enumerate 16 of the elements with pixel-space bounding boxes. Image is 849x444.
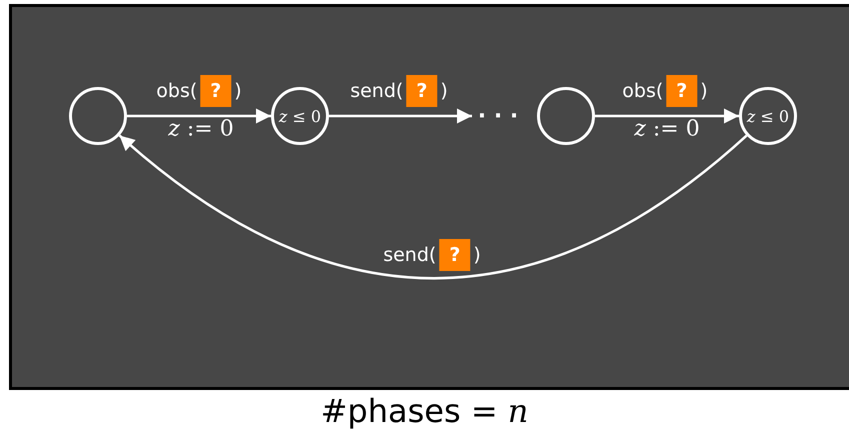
assignment-label: z := 0 [634, 116, 700, 142]
curved-arrow [118, 134, 748, 280]
arrow [127, 108, 271, 124]
assignment-label: z := 0 [168, 116, 234, 142]
state-circle [69, 87, 127, 145]
state-circle: z ≤ 0 [739, 87, 797, 145]
caption: #phases = n [320, 392, 530, 430]
arrow [329, 108, 472, 124]
arrow [595, 108, 739, 124]
edge-label: obs(?) [622, 75, 708, 107]
ellipsis-text: · · · [472, 104, 524, 128]
edge-label: send(?) [350, 75, 448, 107]
edge-label: obs(?) [156, 75, 242, 107]
edge-label: send(?) [383, 239, 481, 271]
state-circle: z ≤ 0 [271, 87, 329, 145]
state-circle [537, 87, 595, 145]
